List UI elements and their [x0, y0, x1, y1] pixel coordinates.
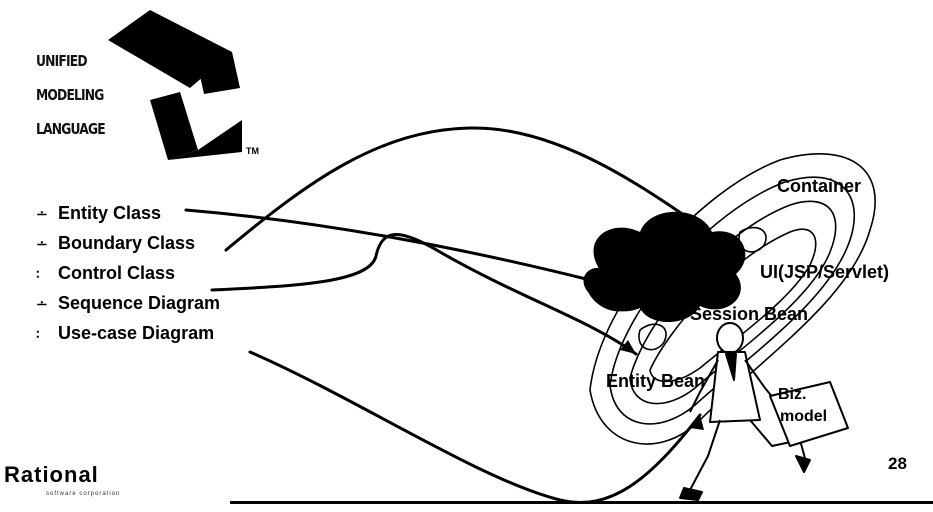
- bullet-label-boundary-class: Boundary Class: [58, 233, 195, 253]
- man-shoe-left: [680, 488, 702, 500]
- list-item: ∸Sequence Diagram: [36, 290, 220, 320]
- page-number: 28: [888, 454, 907, 474]
- bullet-marker: ∸: [36, 231, 58, 257]
- rational-logo-text: Rational: [4, 462, 99, 488]
- rational-logo-subtitle: software corporation: [46, 491, 120, 497]
- bullet-marker: ∶: [36, 321, 58, 347]
- bullet-marker: ∸: [36, 291, 58, 317]
- list-item: ∶Control Class: [36, 260, 220, 290]
- man-shoe-right: [796, 456, 810, 472]
- label-entity-bean: Entity Bean: [606, 371, 705, 392]
- list-item: ∸Entity Class: [36, 200, 220, 230]
- bullet-label-entity-class: Entity Class: [58, 203, 161, 223]
- list-item: ∸Boundary Class: [36, 230, 220, 260]
- list-item: ∶Use-case Diagram: [36, 320, 220, 350]
- label-session-bean: Session Bean: [690, 304, 808, 325]
- bullet-label-control-class: Control Class: [58, 263, 175, 283]
- bullet-marker: ∸: [36, 201, 58, 227]
- label-container: Container: [777, 176, 861, 197]
- footer-divider: [230, 501, 933, 504]
- bullet-label-use-case-diagram: Use-case Diagram: [58, 323, 214, 343]
- bullet-marker: ∶: [36, 261, 58, 287]
- label-model: model: [780, 408, 827, 426]
- connector-entity-class: [186, 210, 590, 280]
- label-biz: Biz.: [778, 386, 806, 404]
- label-ui-jsp-servlet: UI(JSP/Servlet): [760, 262, 889, 283]
- uml-elements-list: ∸Entity Class ∸Boundary Class ∶Control C…: [36, 200, 220, 350]
- man-leg-left: [690, 420, 720, 496]
- connector-control-class: [212, 234, 636, 354]
- bullet-label-sequence-diagram: Sequence Diagram: [58, 293, 220, 313]
- man-head: [717, 323, 743, 353]
